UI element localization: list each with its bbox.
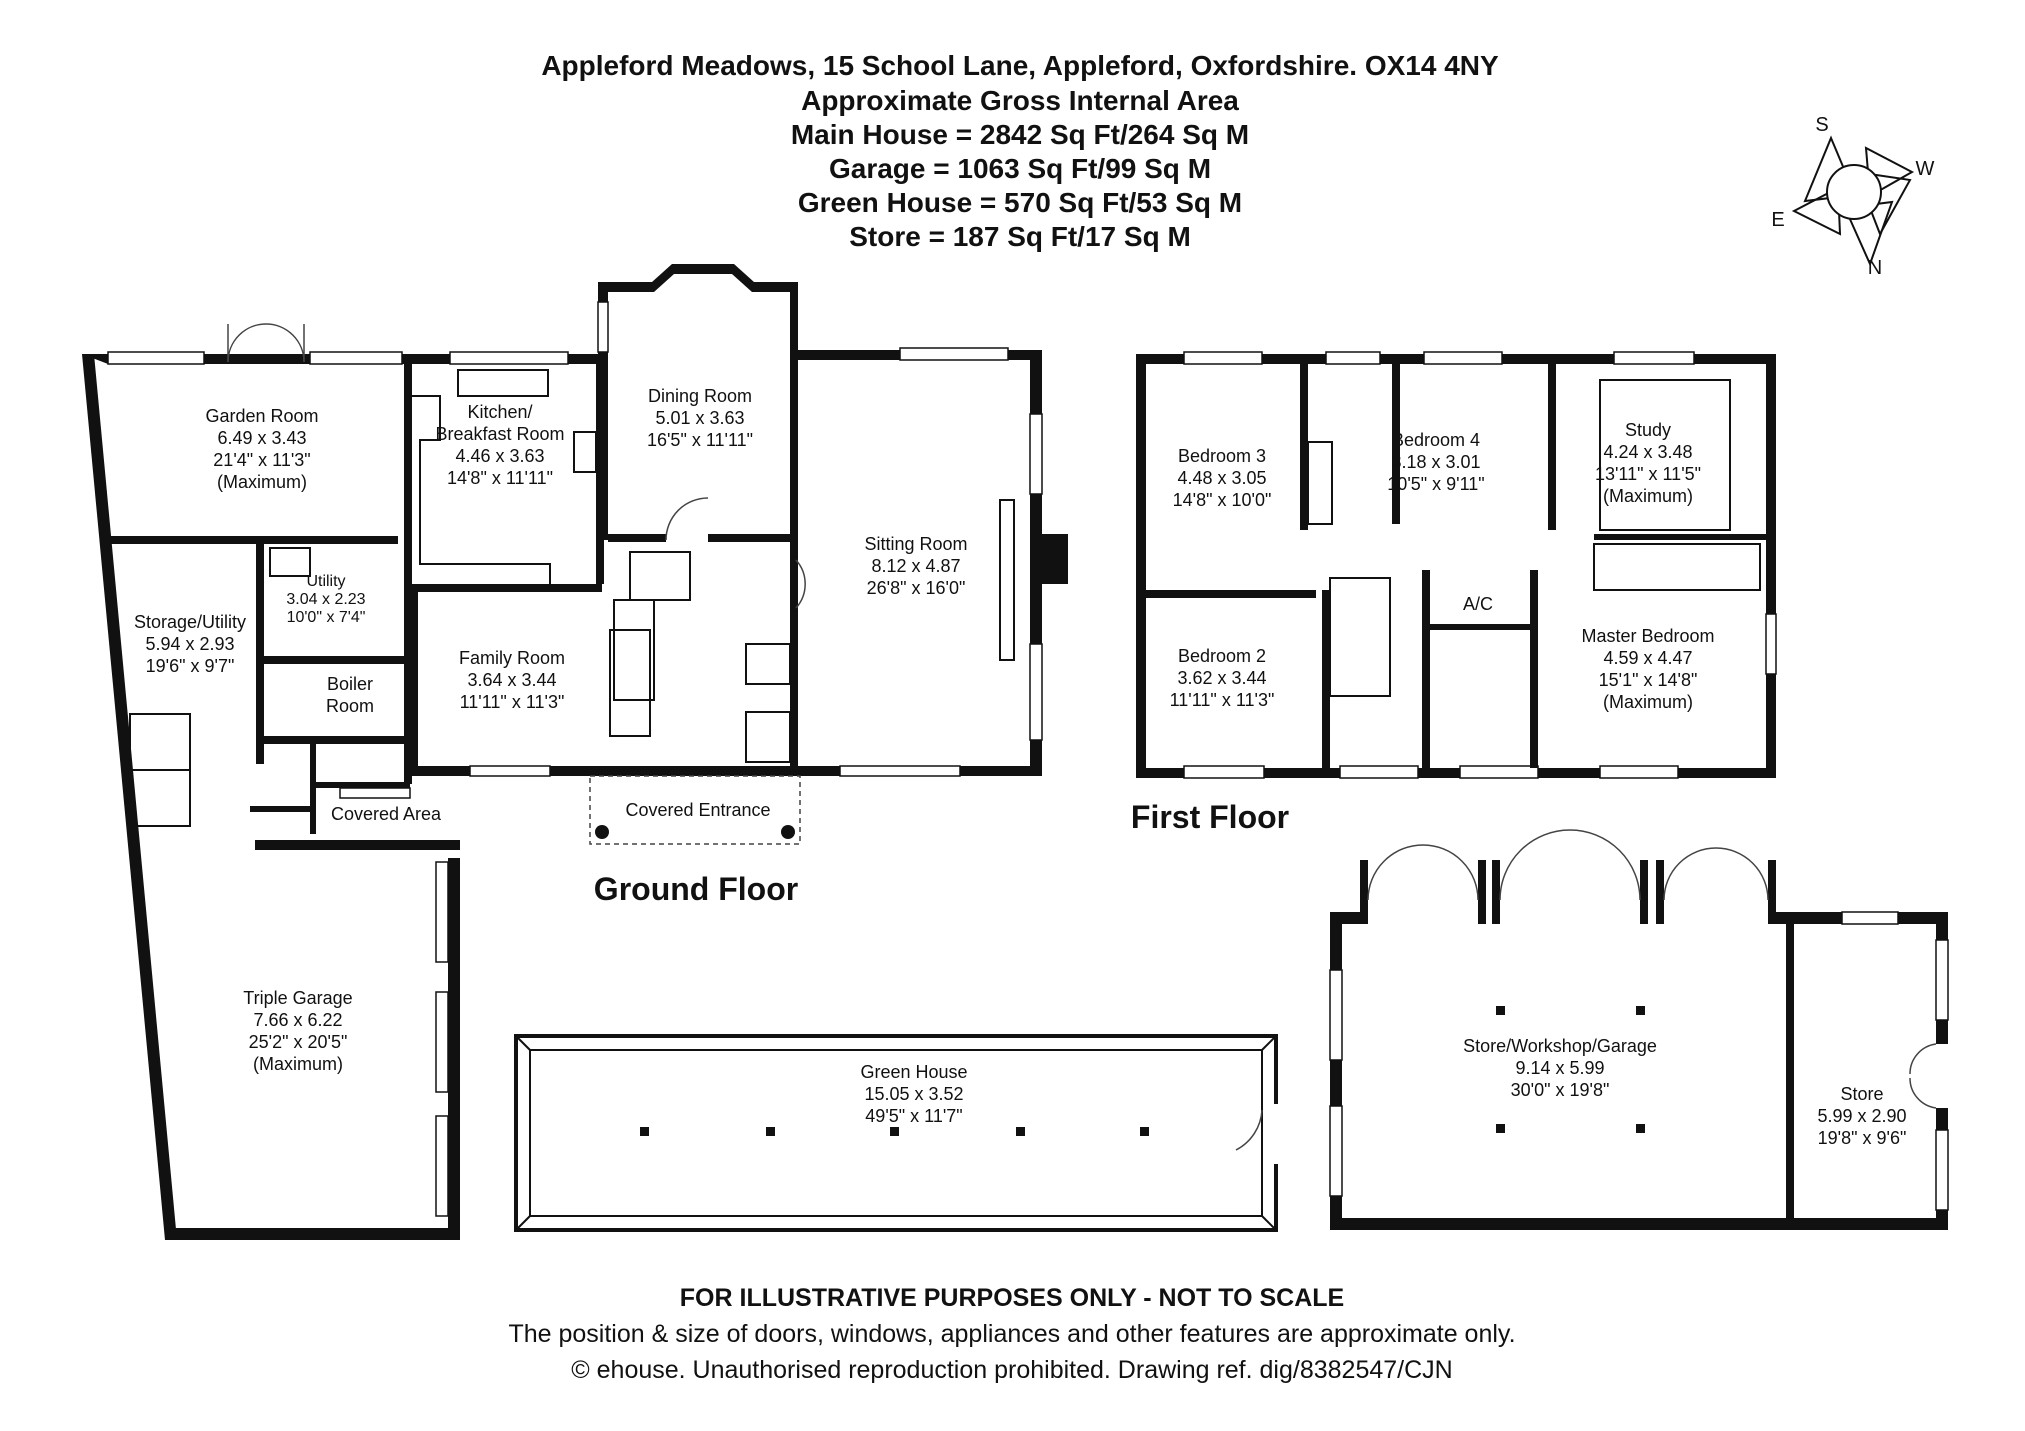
area-garage: Garage = 1063 Sq Ft/99 Sq M — [829, 153, 1211, 184]
study-name: Study — [1625, 420, 1671, 440]
workshop-name: Store/Workshop/Garage — [1463, 1036, 1657, 1056]
first-floor-labels: Bedroom 3 4.48 x 3.05 14'8" x 10'0" Bedr… — [1131, 420, 1715, 835]
family-room-name: Family Room — [459, 648, 565, 668]
storage-utility-imperial: 19'6" x 9'7" — [146, 656, 235, 676]
bedroom4-name: Bedroom 4 — [1392, 430, 1480, 450]
dining-room-metric: 5.01 x 3.63 — [655, 408, 744, 428]
triple-garage-imperial: 25'2" x 20'5" — [249, 1032, 348, 1052]
sitting-room-imperial: 26'8" x 16'0" — [867, 578, 966, 598]
workshop-metric: 9.14 x 5.99 — [1515, 1058, 1604, 1078]
bedroom3-metric: 4.48 x 3.05 — [1177, 468, 1266, 488]
master-bedroom-name: Master Bedroom — [1581, 626, 1714, 646]
dining-room-name: Dining Room — [648, 386, 752, 406]
bedroom3-imperial: 14'8" x 10'0" — [1173, 490, 1272, 510]
copyright-notice: © ehouse. Unauthorised reproduction proh… — [571, 1356, 1452, 1384]
first-floor-title: First Floor — [1131, 799, 1289, 835]
ac-label: A/C — [1463, 594, 1493, 614]
area-store: Store = 187 Sq Ft/17 Sq M — [849, 221, 1191, 252]
area-title: Approximate Gross Internal Area — [801, 85, 1239, 116]
header: Appleford Meadows, 15 School Lane, Apple… — [541, 50, 1499, 252]
garden-room-metric: 6.49 x 3.43 — [217, 428, 306, 448]
garden-room-imperial: 21'4" x 11'3" — [213, 450, 310, 470]
family-room-metric: 3.64 x 3.44 — [467, 670, 556, 690]
boiler-room-name-2: Room — [326, 696, 374, 716]
triple-garage-name: Triple Garage — [243, 988, 352, 1008]
ground-floor-title: Ground Floor — [594, 871, 798, 907]
bedroom2-name: Bedroom 2 — [1178, 646, 1266, 666]
master-bedroom-note: (Maximum) — [1603, 692, 1693, 712]
triple-garage-metric: 7.66 x 6.22 — [253, 1010, 342, 1030]
green-house-name: Green House — [860, 1062, 967, 1082]
sitting-room-metric: 8.12 x 4.87 — [871, 556, 960, 576]
store-name: Store — [1840, 1084, 1883, 1104]
sitting-room-name: Sitting Room — [864, 534, 967, 554]
covered-entrance-label: Covered Entrance — [625, 800, 770, 820]
green-house-plan: Green House 15.05 x 3.52 49'5" x 11'7" — [514, 1034, 1280, 1232]
study-metric: 4.24 x 3.48 — [1603, 442, 1692, 462]
utility-name: Utility — [306, 573, 345, 590]
compass-n: N — [1868, 257, 1882, 279]
disclaimer-note: The position & size of doors, windows, a… — [508, 1320, 1515, 1348]
store-imperial: 19'8" x 9'6" — [1818, 1128, 1907, 1148]
bedroom4-imperial: 10'5" x 9'11" — [1387, 474, 1484, 494]
kitchen-imperial: 14'8" x 11'11" — [447, 468, 553, 488]
area-main-house: Main House = 2842 Sq Ft/264 Sq M — [791, 119, 1249, 150]
disclaimer-heading: FOR ILLUSTRATIVE PURPOSES ONLY - NOT TO … — [680, 1284, 1344, 1312]
green-house-imperial: 49'5" x 11'7" — [865, 1106, 962, 1126]
family-room-imperial: 11'11" x 11'3" — [460, 692, 565, 712]
storage-utility-metric: 5.94 x 2.93 — [145, 634, 234, 654]
boiler-room-name: Boiler — [327, 674, 373, 694]
bedroom4-metric: 3.18 x 3.01 — [1391, 452, 1480, 472]
workshop-store-plan: Store/Workshop/Garage 9.14 x 5.99 30'0" … — [1329, 829, 1950, 1230]
bedroom2-metric: 3.62 x 3.44 — [1177, 668, 1266, 688]
compass-e: E — [1771, 209, 1784, 231]
utility-metric: 3.04 x 2.23 — [286, 591, 365, 608]
bedroom2-imperial: 11'11" x 11'3" — [1170, 690, 1275, 710]
study-note: (Maximum) — [1603, 486, 1693, 506]
workshop-imperial: 30'0" x 19'8" — [1511, 1080, 1610, 1100]
kitchen-name-2: Breakfast Room — [435, 424, 564, 444]
storage-utility-name: Storage/Utility — [134, 612, 246, 632]
area-green-house: Green House = 570 Sq Ft/53 Sq M — [798, 187, 1242, 218]
master-bedroom-metric: 4.59 x 4.47 — [1603, 648, 1692, 668]
dining-room-imperial: 16'5" x 11'11" — [647, 430, 753, 450]
ground-floor-labels: Garden Room 6.49 x 3.43 21'4" x 11'3" (M… — [134, 386, 968, 1074]
store-metric: 5.99 x 2.90 — [1817, 1106, 1906, 1126]
compass-w: W — [1916, 158, 1935, 180]
first-floor-plan — [1136, 351, 1777, 779]
covered-area-label: Covered Area — [331, 804, 442, 824]
green-house-metric: 15.05 x 3.52 — [864, 1084, 963, 1104]
triple-garage-note: (Maximum) — [253, 1054, 343, 1074]
compass-s: S — [1815, 114, 1828, 136]
kitchen-name: Kitchen/ — [467, 402, 532, 422]
utility-imperial: 10'0" x 7'4" — [287, 609, 366, 626]
compass-icon: S W E N — [1771, 114, 1934, 279]
bedroom3-name: Bedroom 3 — [1178, 446, 1266, 466]
study-imperial: 13'11" x 11'5" — [1595, 464, 1701, 484]
garden-room-note: (Maximum) — [217, 472, 307, 492]
garden-room-name: Garden Room — [205, 406, 318, 426]
footer: FOR ILLUSTRATIVE PURPOSES ONLY - NOT TO … — [508, 1284, 1515, 1384]
property-address: Appleford Meadows, 15 School Lane, Apple… — [541, 50, 1499, 81]
kitchen-metric: 4.46 x 3.63 — [455, 446, 544, 466]
master-bedroom-imperial: 15'1" x 14'8" — [1599, 670, 1698, 690]
ground-floor-plan — [82, 264, 1068, 1240]
